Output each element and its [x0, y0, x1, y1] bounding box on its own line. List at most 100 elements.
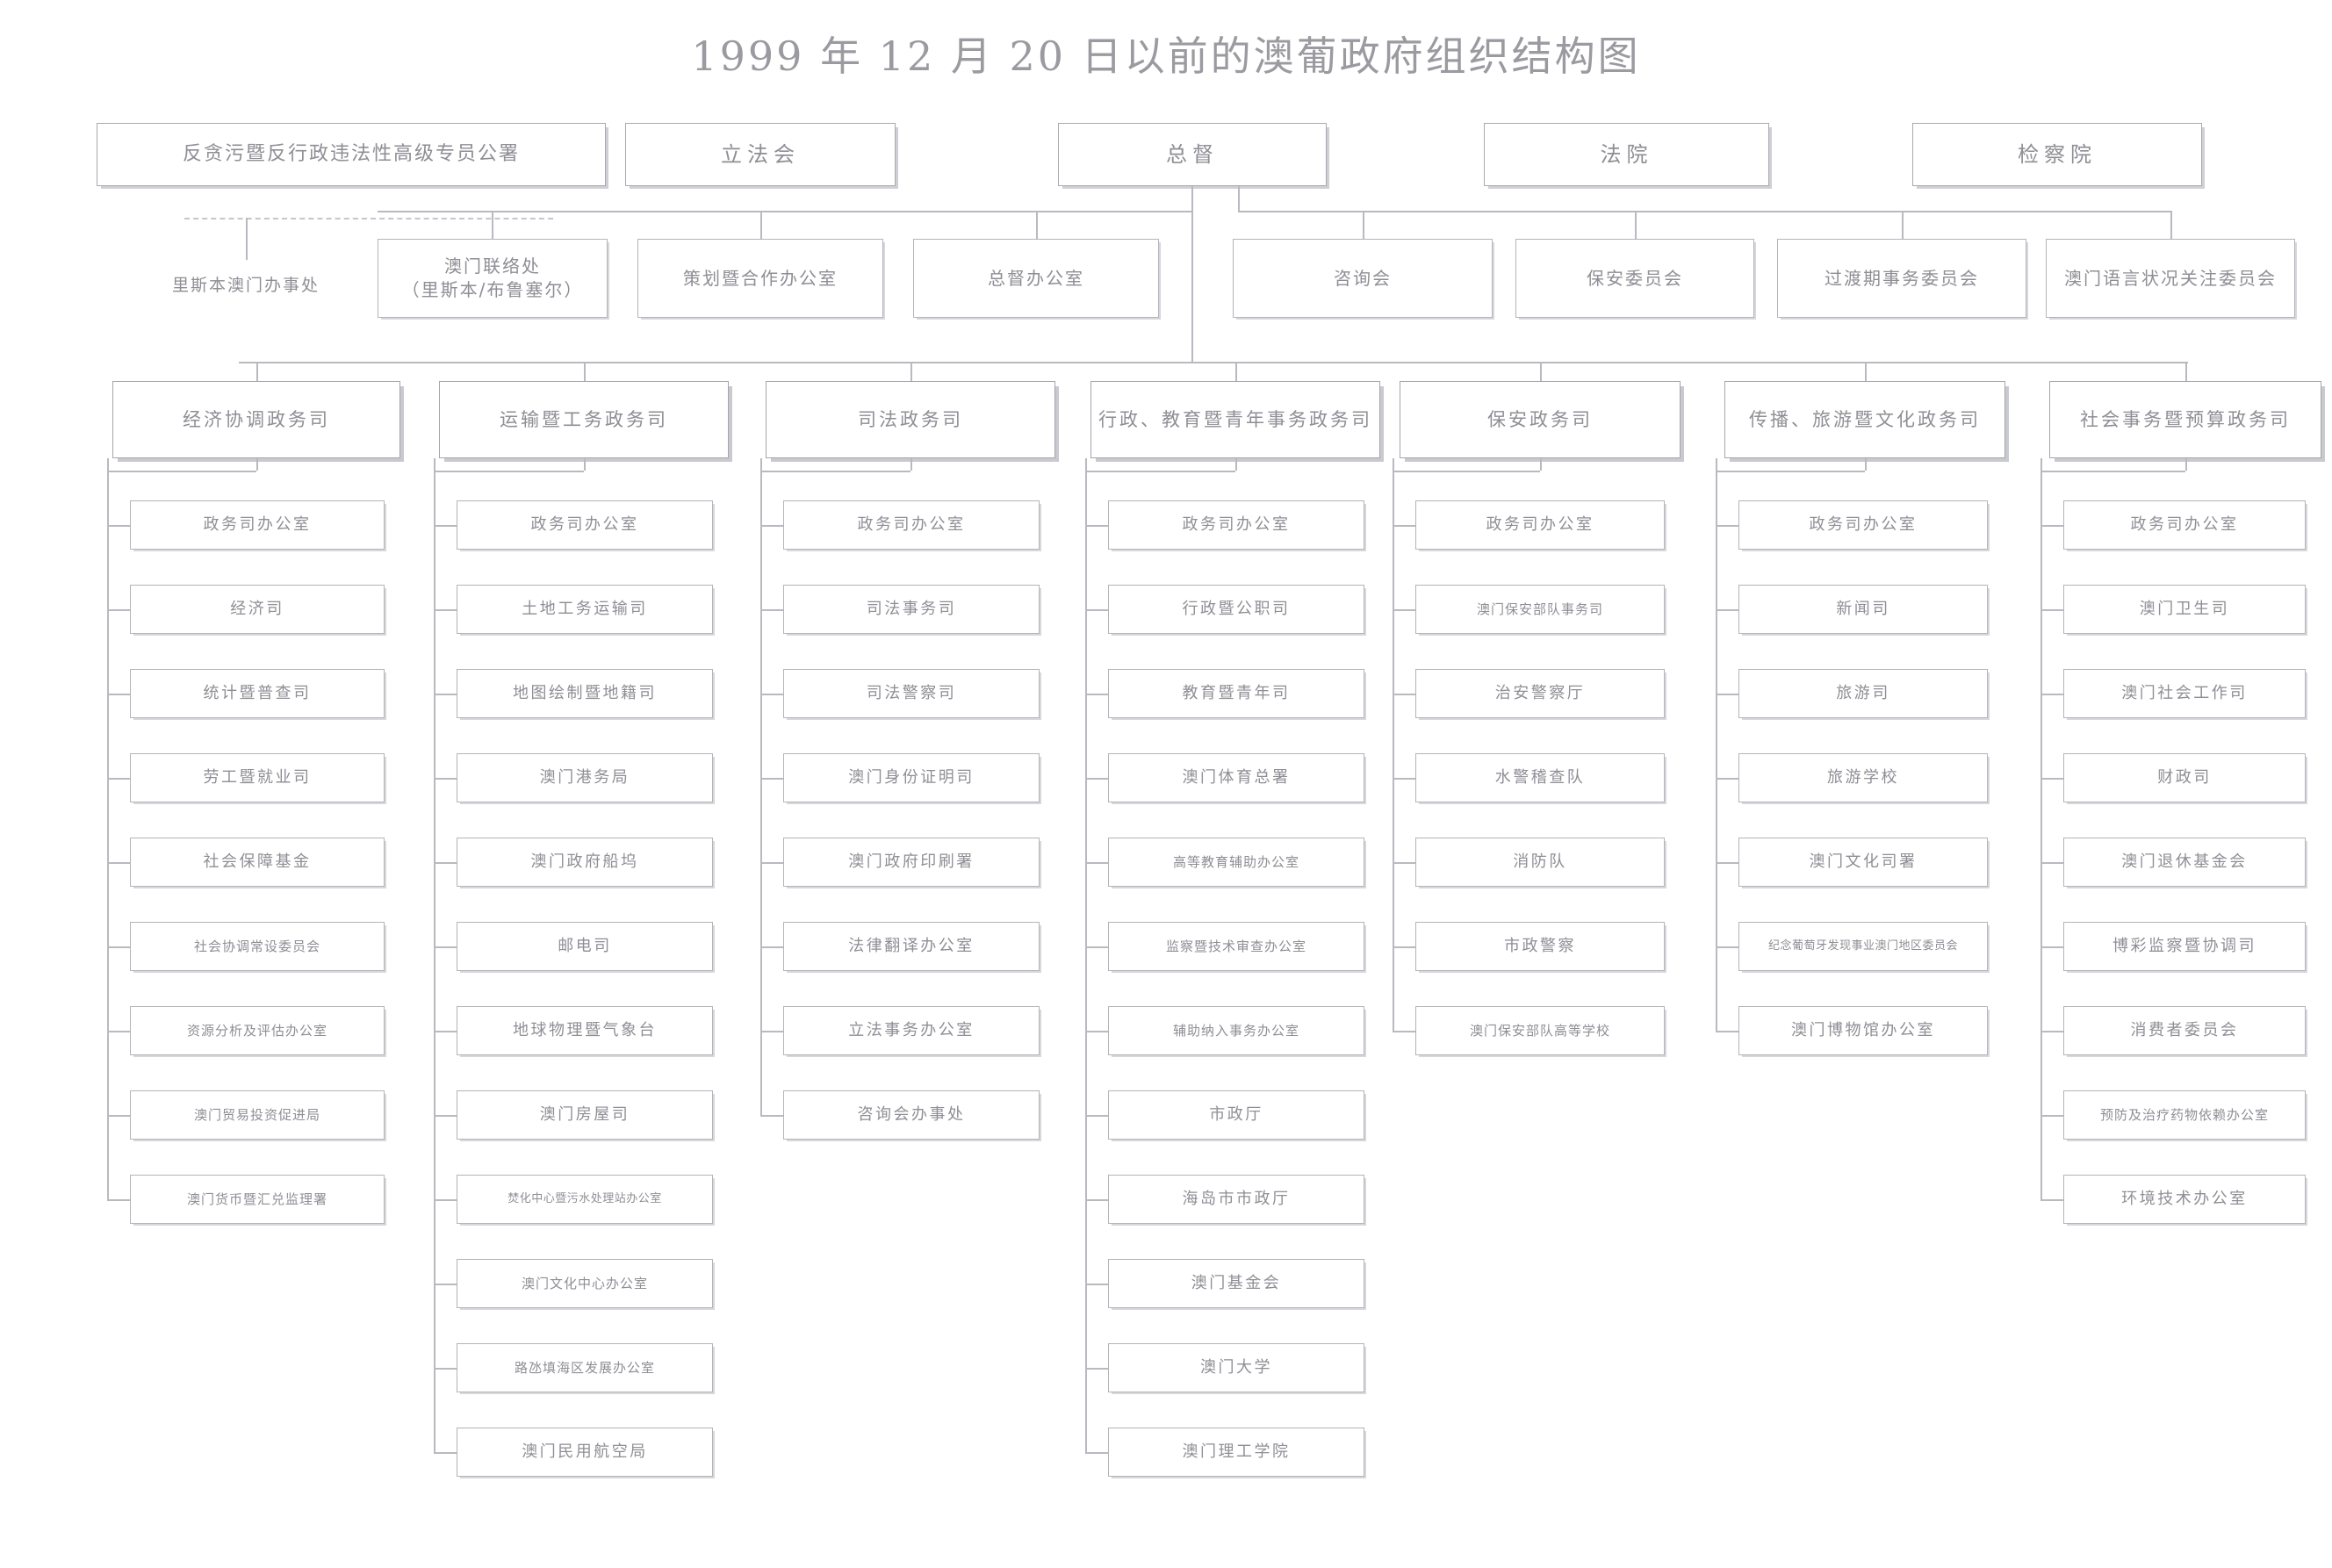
department-item-5-5[interactable]: 消防队: [1415, 838, 1665, 887]
department-item-7-8[interactable]: 预防及治疗药物依赖办公室: [2063, 1090, 2306, 1140]
connector-leaf-5-3: [1393, 694, 1415, 695]
department-item-4-5[interactable]: 高等教育辅助办公室: [1108, 838, 1364, 887]
connector-leaf-6-5: [1716, 862, 1738, 864]
top-box-governor[interactable]: 总督: [1058, 123, 1327, 186]
connector-leaf-1-2: [107, 609, 130, 611]
connector-secretary-riser-2: [584, 362, 586, 381]
department-item-7-9[interactable]: 环境技术办公室: [2063, 1175, 2306, 1224]
department-item-1-2[interactable]: 经济司: [130, 585, 385, 634]
department-item-4-1[interactable]: 政务司办公室: [1108, 500, 1364, 550]
department-item-5-6[interactable]: 市政警察: [1415, 922, 1665, 971]
department-item-6-4[interactable]: 旅游学校: [1738, 753, 1988, 802]
department-item-3-5[interactable]: 澳门政府印刷署: [783, 838, 1040, 887]
department-item-2-1[interactable]: 政务司办公室: [457, 500, 713, 550]
department-item-2-9[interactable]: 焚化中心暨污水处理站办公室: [457, 1175, 713, 1224]
connector-spine-2: [434, 458, 435, 1452]
department-item-5-3[interactable]: 治安警察厅: [1415, 669, 1665, 718]
row2-box-macau-liaison-office[interactable]: 澳门联络处 （里斯本/布鲁塞尔）: [378, 239, 608, 318]
top-box-anti-corruption[interactable]: 反贪污暨反行政违法性高级专员公署: [97, 123, 606, 186]
department-item-7-2[interactable]: 澳门卫生司: [2063, 585, 2306, 634]
row2-box-transition-affairs-committee[interactable]: 过渡期事务委员会: [1777, 239, 2026, 318]
row2-box-security-committee[interactable]: 保安委员会: [1515, 239, 1754, 318]
department-header-6[interactable]: 传播、旅游暨文化政务司: [1724, 381, 2005, 458]
connector-row2-drop-3: [1036, 211, 1038, 239]
department-item-4-11[interactable]: 澳门大学: [1108, 1343, 1364, 1392]
department-header-7[interactable]: 社会事务暨预算政务司: [2049, 381, 2321, 458]
department-item-4-2[interactable]: 行政暨公职司: [1108, 585, 1364, 634]
department-item-5-2[interactable]: 澳门保安部队事务司: [1415, 585, 1665, 634]
department-item-2-5[interactable]: 澳门政府船坞: [457, 838, 713, 887]
department-item-3-2[interactable]: 司法事务司: [783, 585, 1040, 634]
department-item-2-10[interactable]: 澳门文化中心办公室: [457, 1259, 713, 1308]
department-item-1-8[interactable]: 澳门贸易投资促进局: [130, 1090, 385, 1140]
top-box-court[interactable]: 法院: [1484, 123, 1769, 186]
department-item-1-9[interactable]: 澳门货币暨汇兑监理署: [130, 1175, 385, 1224]
department-item-1-1[interactable]: 政务司办公室: [130, 500, 385, 550]
department-item-2-2[interactable]: 土地工务运输司: [457, 585, 713, 634]
row2-box-consultative-council[interactable]: 咨询会: [1233, 239, 1493, 318]
top-box-legislative-assembly[interactable]: 立法会: [625, 123, 896, 186]
connector-leaf-2-9: [434, 1199, 457, 1201]
department-item-1-7[interactable]: 资源分析及评估办公室: [130, 1006, 385, 1055]
department-item-4-10[interactable]: 澳门基金会: [1108, 1259, 1364, 1308]
department-item-4-3[interactable]: 教育暨青年司: [1108, 669, 1364, 718]
row2-box-language-situation-committee[interactable]: 澳门语言状况关注委员会: [2046, 239, 2295, 318]
department-header-5[interactable]: 保安政务司: [1400, 381, 1681, 458]
connector-leaf-3-4: [760, 778, 783, 780]
department-item-2-12[interactable]: 澳门民用航空局: [457, 1428, 713, 1477]
department-item-4-12[interactable]: 澳门理工学院: [1108, 1428, 1364, 1477]
connector-leaf-6-3: [1716, 694, 1738, 695]
top-box-procuratorate[interactable]: 检察院: [1912, 123, 2202, 186]
department-header-1[interactable]: 经济协调政务司: [112, 381, 400, 458]
connector-header-stub-5: [1540, 458, 1542, 471]
connector-leaf-5-1: [1393, 525, 1415, 527]
department-item-3-7[interactable]: 立法事务办公室: [783, 1006, 1040, 1055]
department-item-6-7[interactable]: 澳门博物馆办公室: [1738, 1006, 1988, 1055]
department-item-4-6[interactable]: 监察暨技术审查办公室: [1108, 922, 1364, 971]
department-item-7-7[interactable]: 消费者委员会: [2063, 1006, 2306, 1055]
department-item-1-4[interactable]: 劳工暨就业司: [130, 753, 385, 802]
department-item-1-6[interactable]: 社会协调常设委员会: [130, 922, 385, 971]
department-item-7-5[interactable]: 澳门退休基金会: [2063, 838, 2306, 887]
department-item-2-8[interactable]: 澳门房屋司: [457, 1090, 713, 1140]
connector-leaf-4-4: [1085, 778, 1108, 780]
connector-row2-drop-7: [2170, 211, 2172, 239]
department-item-6-6[interactable]: 纪念葡萄牙发现事业澳门地区委员会: [1738, 922, 1988, 971]
department-item-2-3[interactable]: 地图绘制暨地籍司: [457, 669, 713, 718]
department-item-6-2[interactable]: 新闻司: [1738, 585, 1988, 634]
department-item-3-6[interactable]: 法律翻译办公室: [783, 922, 1040, 971]
department-item-3-8[interactable]: 咨询会办事处: [783, 1090, 1040, 1140]
department-item-6-1[interactable]: 政务司办公室: [1738, 500, 1988, 550]
department-header-2[interactable]: 运输暨工务政务司: [439, 381, 729, 458]
department-item-3-3[interactable]: 司法警察司: [783, 669, 1040, 718]
department-item-7-3[interactable]: 澳门社会工作司: [2063, 669, 2306, 718]
department-item-2-6[interactable]: 邮电司: [457, 922, 713, 971]
connector-header-stub-2: [584, 458, 586, 471]
connector-header-stub-4: [1235, 458, 1237, 471]
connector-leaf-4-2: [1085, 609, 1108, 611]
department-item-5-7[interactable]: 澳门保安部队高等学校: [1415, 1006, 1665, 1055]
department-item-6-3[interactable]: 旅游司: [1738, 669, 1988, 718]
connector-header-stub-h-6: [1716, 471, 1865, 472]
row2-box-planning-cooperation-office[interactable]: 策划暨合作办公室: [637, 239, 883, 318]
department-item-5-4[interactable]: 水警稽查队: [1415, 753, 1665, 802]
department-item-4-9[interactable]: 海岛市市政厅: [1108, 1175, 1364, 1224]
department-item-4-4[interactable]: 澳门体育总署: [1108, 753, 1364, 802]
department-item-7-6[interactable]: 博彩监察暨协调司: [2063, 922, 2306, 971]
department-item-7-4[interactable]: 财政司: [2063, 753, 2306, 802]
department-item-2-4[interactable]: 澳门港务局: [457, 753, 713, 802]
department-item-1-3[interactable]: 统计暨普查司: [130, 669, 385, 718]
department-item-2-7[interactable]: 地球物理暨气象台: [457, 1006, 713, 1055]
department-item-6-5[interactable]: 澳门文化司署: [1738, 838, 1988, 887]
department-item-7-1[interactable]: 政务司办公室: [2063, 500, 2306, 550]
department-item-4-8[interactable]: 市政厅: [1108, 1090, 1364, 1140]
department-header-3[interactable]: 司法政务司: [766, 381, 1055, 458]
department-item-2-11[interactable]: 路氹填海区发展办公室: [457, 1343, 713, 1392]
department-item-1-5[interactable]: 社会保障基金: [130, 838, 385, 887]
department-item-3-4[interactable]: 澳门身份证明司: [783, 753, 1040, 802]
department-item-4-7[interactable]: 辅助纳入事务办公室: [1108, 1006, 1364, 1055]
department-header-4[interactable]: 行政、教育暨青年事务政务司: [1090, 381, 1380, 458]
row2-box-governor-office[interactable]: 总督办公室: [913, 239, 1159, 318]
department-item-3-1[interactable]: 政务司办公室: [783, 500, 1040, 550]
department-item-5-1[interactable]: 政务司办公室: [1415, 500, 1665, 550]
